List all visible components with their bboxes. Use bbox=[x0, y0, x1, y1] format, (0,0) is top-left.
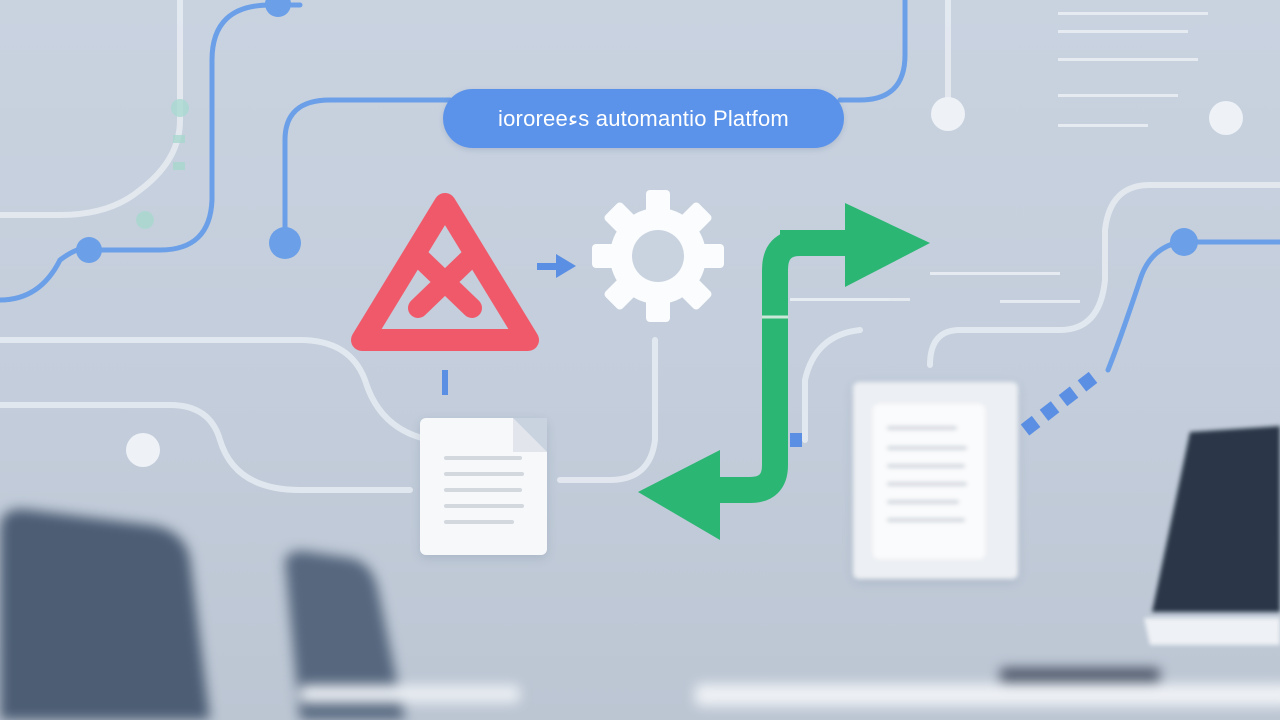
page-fold-icon bbox=[513, 418, 547, 452]
platform-banner: iororeeءs automantio Platfom bbox=[443, 89, 844, 148]
green-return-arrow-icon bbox=[638, 203, 930, 540]
error-triangle-icon bbox=[351, 193, 539, 351]
platform-title: iororeeءs automantio Platfom bbox=[498, 105, 789, 131]
document-stack-icon bbox=[853, 382, 1018, 579]
gear-icon bbox=[592, 190, 724, 322]
document-icon bbox=[420, 418, 547, 555]
